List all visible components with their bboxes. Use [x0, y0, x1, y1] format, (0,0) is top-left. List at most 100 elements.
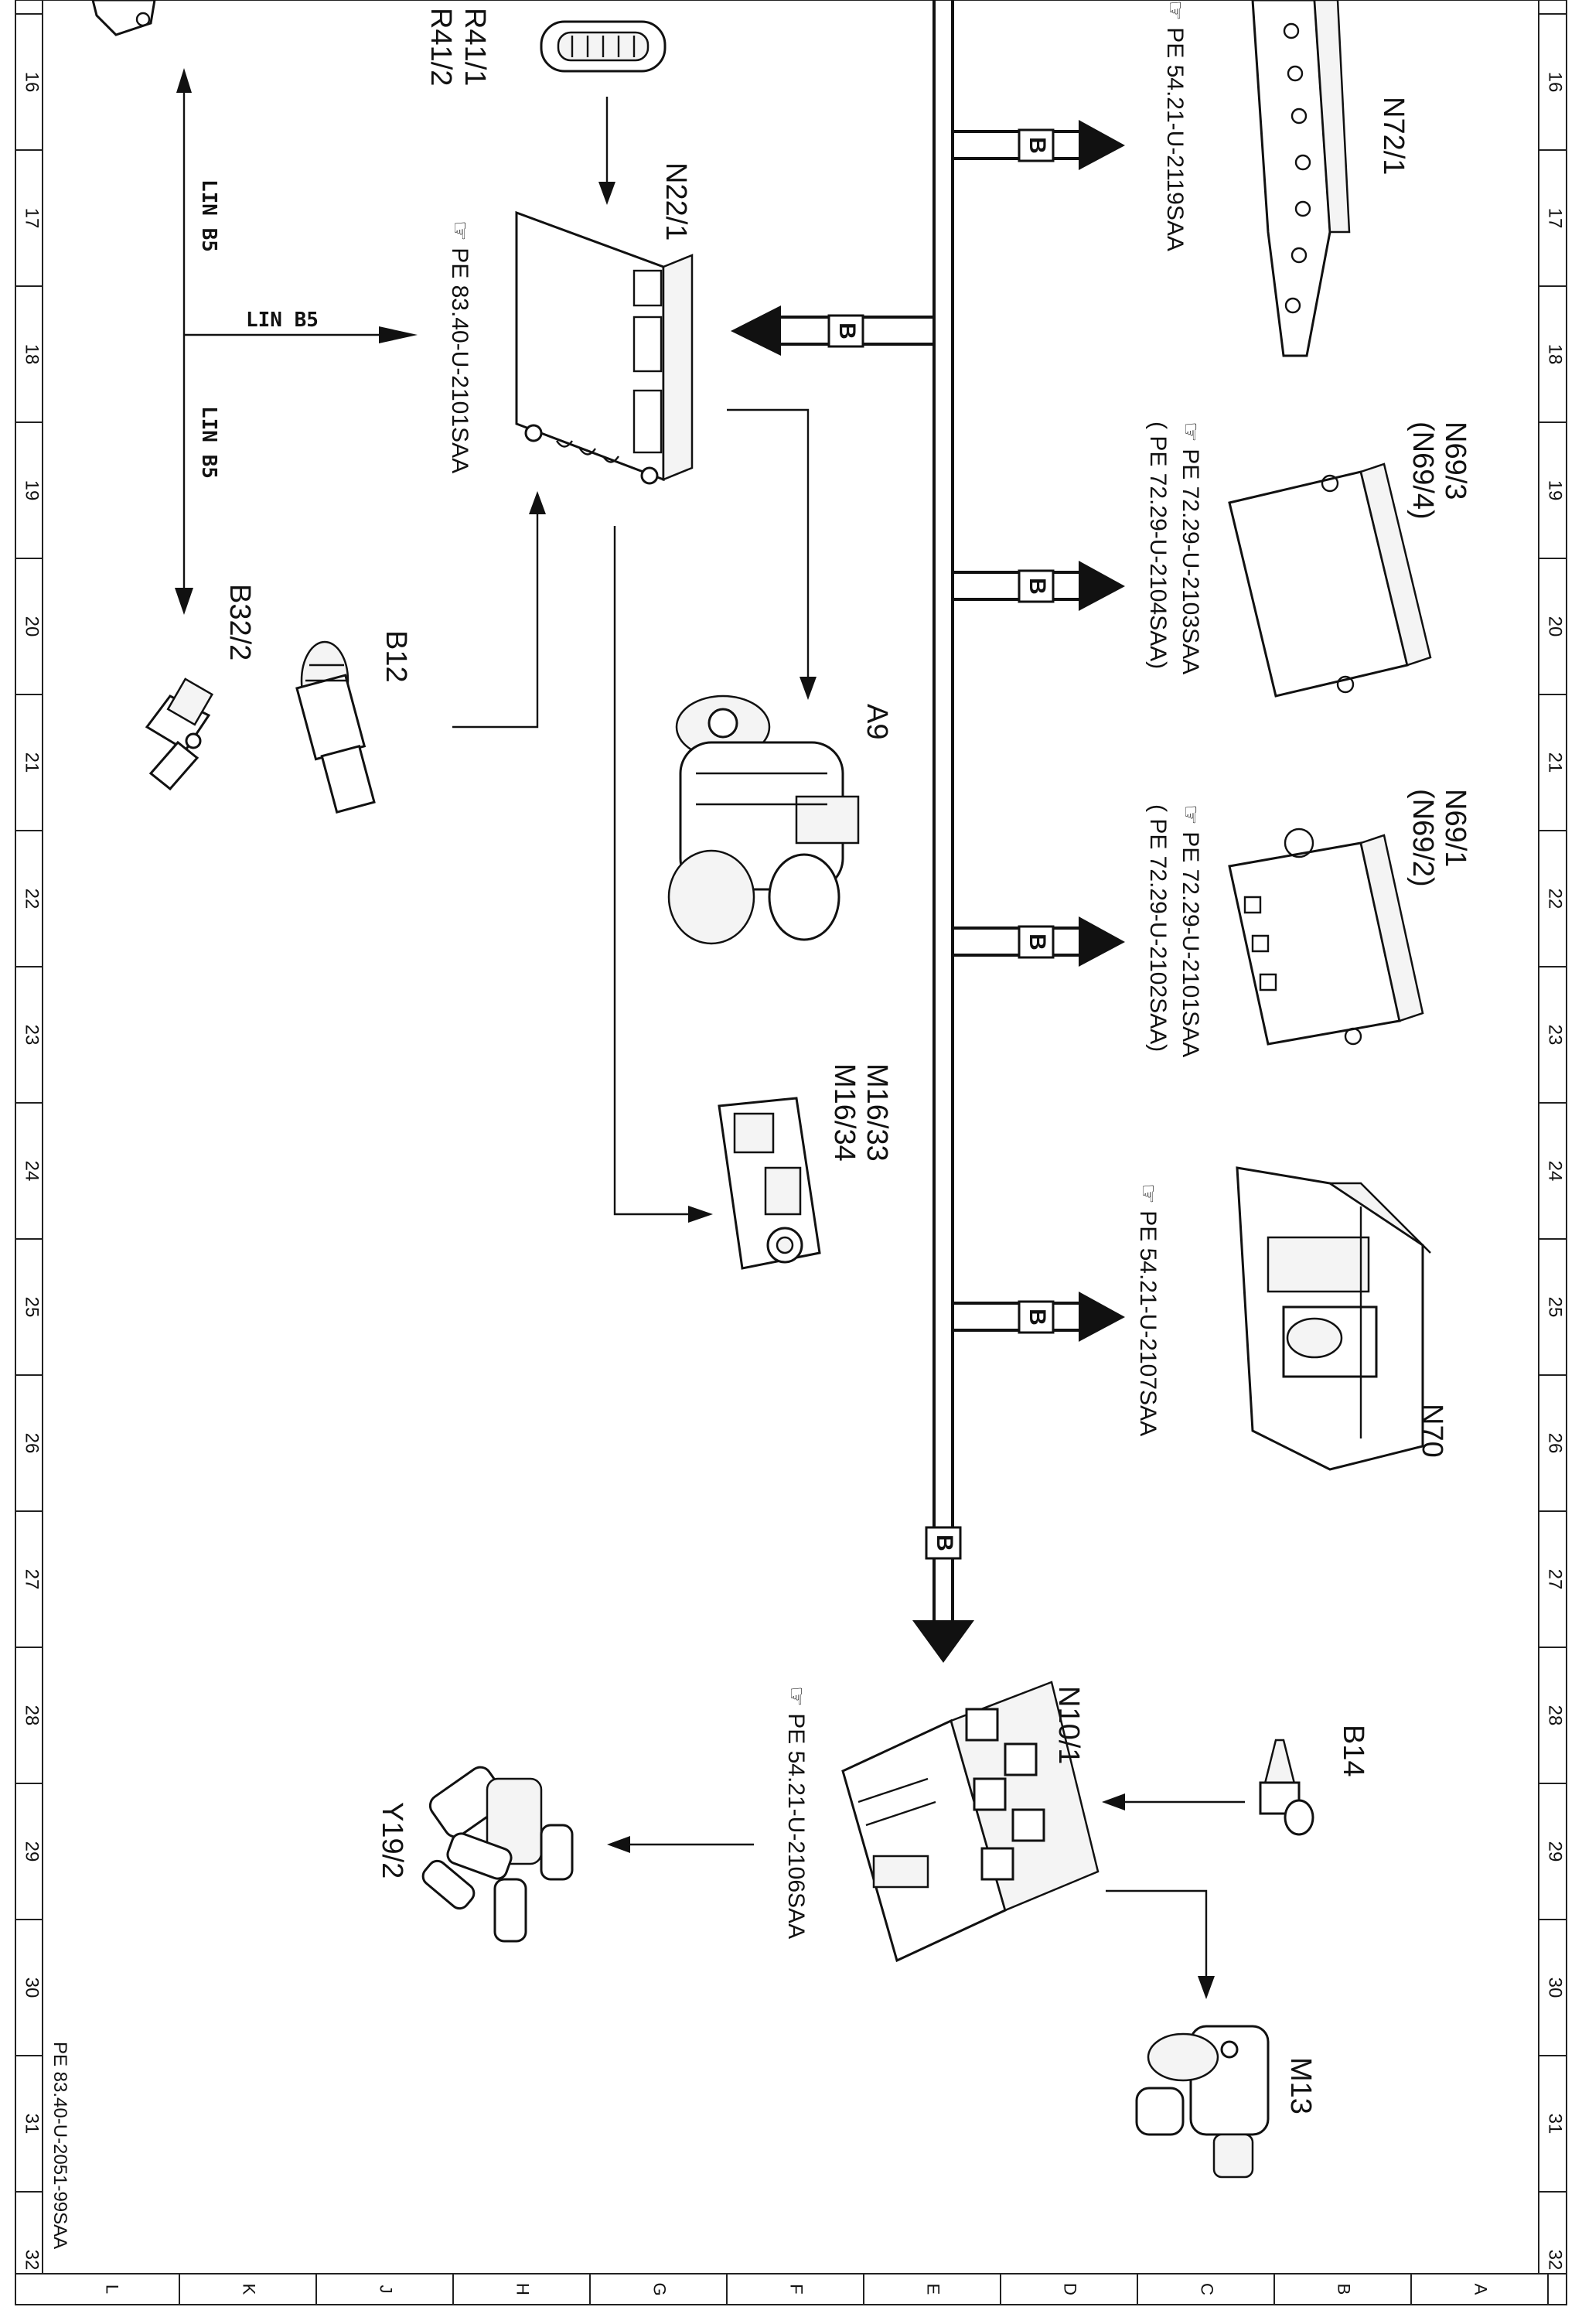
row-number-right: 32 — [1545, 2250, 1566, 2271]
svg-text:B: B — [1025, 578, 1050, 595]
row-number-left: 22 — [22, 889, 43, 909]
svg-text:A9: A9 — [861, 704, 893, 739]
svg-text:N70: N70 — [1416, 1404, 1448, 1458]
row-number-left: 30 — [22, 1978, 43, 1998]
bus-label-n69-1: B — [1018, 925, 1055, 959]
row-number-right: 23 — [1545, 1025, 1566, 1046]
row-number-right: 24 — [1545, 1161, 1566, 1182]
svg-text:M13: M13 — [1284, 2057, 1317, 2114]
column-letter: B — [1335, 2284, 1354, 2295]
row-number-left: 21 — [22, 752, 43, 773]
row-number-left: 26 — [22, 1433, 43, 1454]
row-number-left: 28 — [22, 1705, 43, 1726]
component-b14-sensor: B14 — [1259, 1725, 1369, 1836]
column-letter: G — [650, 2282, 670, 2295]
svg-text:B: B — [932, 1534, 957, 1551]
svg-text:R41/1: R41/1 — [459, 8, 491, 86]
row-number-right: 27 — [1545, 1569, 1566, 1590]
svg-text:M16/34: M16/34 — [828, 1063, 861, 1162]
component-m16-actuator: M16/33 M16/34 — [718, 1063, 893, 1270]
row-number-right: 18 — [1545, 344, 1566, 365]
row-number-right: 28 — [1545, 1705, 1566, 1726]
svg-text:N22/1: N22/1 — [660, 162, 692, 241]
column-letter: J — [377, 2285, 396, 2294]
component-y19-valve: Y19/2 — [376, 1766, 574, 1943]
component-n72-control-panel: N72/1 ☞ PE 54.21-U-2119SAA — [1162, 0, 1410, 357]
component-n10-module: N10/1 ☞ PE 54.21-U-2106SAA — [783, 1681, 1100, 1963]
column-letter: F — [787, 2284, 806, 2294]
n69-3-ref-1: ☞ PE 72.29-U-2103SAA — [1178, 421, 1203, 674]
column-letter: H — [513, 2283, 533, 2295]
row-number-right: 31 — [1545, 2114, 1566, 2135]
n70-ref: ☞ PE 54.21-U-2107SAA — [1135, 1183, 1161, 1436]
row-number-right: 17 — [1545, 208, 1566, 229]
row-number-right: 26 — [1545, 1433, 1566, 1454]
n22-ref: ☞ PE 83.40-U-2101SAA — [447, 220, 472, 473]
lin-bus: LIN B5 LIN B5 LIN B5 — [175, 68, 418, 615]
row-number-left: 25 — [22, 1297, 43, 1318]
row-number-left: 16 — [22, 72, 43, 93]
row-number-left: 29 — [22, 1841, 43, 1862]
component-a9-compressor: A9 — [667, 694, 893, 945]
sheet-frame — [15, 0, 1567, 2305]
lin-label-upper: LIN B5 — [197, 179, 220, 252]
bus-label-n69-3: B — [1018, 569, 1055, 603]
svg-text:B: B — [1025, 933, 1050, 950]
lin-label-lower: LIN B5 — [197, 406, 220, 479]
component-r41-resistor: R41/1 R41/2 — [424, 8, 667, 86]
bus-label-n72: B — [1018, 128, 1055, 162]
svg-text:B14: B14 — [1337, 1725, 1369, 1777]
svg-text:(N69/2): (N69/2) — [1406, 789, 1439, 887]
row-number-right: 21 — [1545, 752, 1566, 773]
row-number-left: 18 — [22, 344, 43, 365]
n69-3-ref-2: ( PE 72.29-U-2104SAA) — [1145, 421, 1171, 669]
n69-1-ref-1: ☞ PE 72.29-U-2101SAA — [1178, 804, 1203, 1057]
column-letter: K — [240, 2284, 259, 2295]
svg-text:(N69/4): (N69/4) — [1406, 421, 1439, 520]
column-letter: L — [103, 2285, 122, 2294]
row-number-left: 31 — [22, 2114, 43, 2135]
bus-label-trunk: B — [925, 1526, 962, 1560]
row-number-right: 20 — [1545, 616, 1566, 637]
svg-text:N69/1: N69/1 — [1439, 789, 1471, 867]
component-b32-sensor: B32/2 — [145, 584, 256, 791]
svg-text:B: B — [1025, 1309, 1050, 1326]
row-number-right: 29 — [1545, 1841, 1566, 1862]
svg-text:B32/2: B32/2 — [223, 584, 256, 660]
bus-label-n22: B — [827, 314, 864, 348]
component-partial-top-left — [91, 0, 156, 36]
component-n70-overhead-panel: N70 ☞ PE 54.21-U-2107SAA — [1135, 1166, 1448, 1471]
row-number-right: 16 — [1545, 72, 1566, 93]
component-n69-1-module: N69/1 (N69/2) ☞ PE 72.29-U-2101SAA ( PE … — [1145, 789, 1471, 1057]
n72-ref: ☞ PE 54.21-U-2119SAA — [1162, 0, 1188, 251]
bus-label-boxes: B B B B B B — [827, 128, 1055, 1560]
svg-text:N10/1: N10/1 — [1052, 1686, 1085, 1764]
row-number-right: 22 — [1545, 889, 1566, 909]
footer-code: PE 83.40-U-2051-99SAA — [49, 2042, 70, 2249]
row-number-right: 19 — [1545, 480, 1566, 501]
svg-text:B: B — [1025, 137, 1050, 154]
row-number-left: 20 — [22, 616, 43, 637]
svg-text:M16/33: M16/33 — [861, 1063, 893, 1162]
row-number-left: 17 — [22, 208, 43, 229]
svg-text:B: B — [834, 322, 860, 340]
svg-text:N69/3: N69/3 — [1439, 421, 1471, 500]
signal-lines — [452, 97, 1245, 1999]
lin-label-middle: LIN B5 — [246, 309, 319, 332]
svg-text:B12: B12 — [380, 630, 412, 683]
column-letter: A — [1471, 2284, 1491, 2295]
n69-1-ref-2: ( PE 72.29-U-2102SAA) — [1145, 804, 1171, 1052]
row-number-left: 24 — [22, 1161, 43, 1182]
component-n22-control-unit: N22/1 ☞ PE 83.40-U-2101SAA — [447, 162, 694, 485]
row-number-right: 30 — [1545, 1978, 1566, 1998]
bus-label-n70: B — [1018, 1300, 1055, 1334]
column-letter: C — [1198, 2283, 1217, 2295]
column-letter: D — [1061, 2283, 1080, 2295]
row-number-left: 23 — [22, 1025, 43, 1046]
column-letter: E — [924, 2284, 943, 2295]
component-m13-pump: M13 — [1135, 2025, 1317, 2179]
